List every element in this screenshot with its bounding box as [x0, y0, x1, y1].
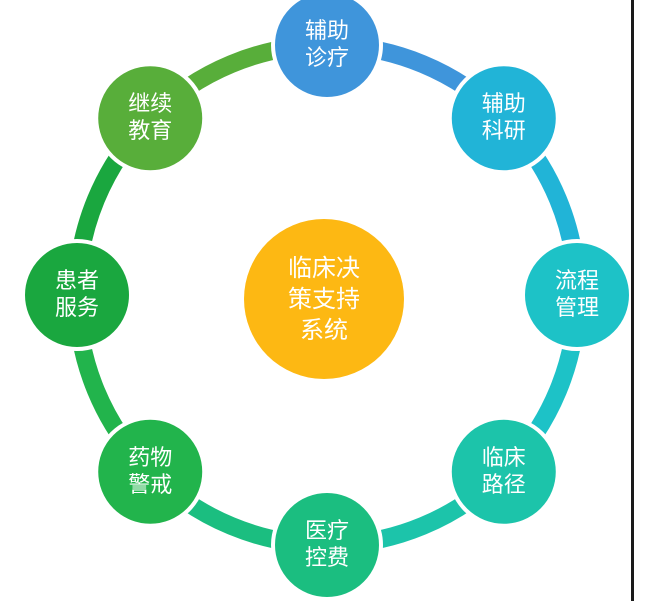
node-circle-patient-service	[21, 239, 133, 351]
node-circle-continuing-education	[94, 62, 207, 175]
center-circle	[244, 219, 404, 379]
node-circle-process-management	[521, 239, 633, 351]
node-circle-clinical-pathway	[447, 415, 560, 528]
node-circles	[21, 0, 633, 601]
node-circle-medical-cost-control	[271, 489, 383, 601]
node-circle-auxiliary-research	[447, 62, 560, 175]
node-circle-drug-alert	[94, 415, 207, 528]
node-circle-auxiliary-diagnosis	[271, 0, 383, 101]
right-border-line	[631, 0, 634, 601]
